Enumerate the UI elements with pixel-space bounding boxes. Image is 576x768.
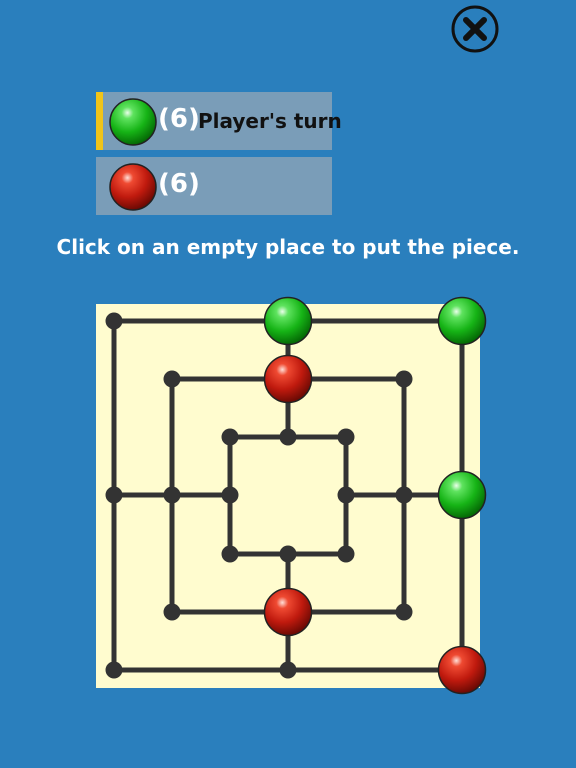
empty-board-point[interactable] — [105, 312, 123, 330]
player-panel-red: (6) — [96, 157, 332, 215]
pieces-left-count: (6) — [158, 169, 200, 199]
player-panel-green: (6) Player's turn — [96, 92, 342, 150]
empty-board-point[interactable] — [279, 661, 297, 679]
empty-board-point[interactable] — [163, 603, 181, 621]
turn-indicator: Player's turn — [198, 109, 342, 133]
green-piece[interactable] — [263, 296, 313, 346]
red-piece-icon — [109, 163, 157, 211]
instruction-text: Click on an empty place to put the piece… — [56, 235, 520, 259]
empty-board-point[interactable] — [221, 486, 239, 504]
empty-board-point[interactable] — [105, 486, 123, 504]
empty-board-point[interactable] — [337, 545, 355, 563]
green-piece-icon — [109, 98, 157, 146]
empty-board-point[interactable] — [337, 486, 355, 504]
empty-board-point[interactable] — [163, 370, 181, 388]
empty-board-point[interactable] — [279, 545, 297, 563]
empty-board-point[interactable] — [163, 486, 181, 504]
red-piece[interactable] — [263, 587, 313, 637]
close-button[interactable] — [451, 5, 499, 53]
empty-board-point[interactable] — [395, 370, 413, 388]
empty-board-point[interactable] — [337, 428, 355, 446]
empty-board-point[interactable] — [395, 486, 413, 504]
empty-board-point[interactable] — [221, 545, 239, 563]
empty-board-point[interactable] — [279, 428, 297, 446]
empty-board-point[interactable] — [221, 428, 239, 446]
close-icon — [451, 5, 499, 53]
red-piece[interactable] — [437, 645, 487, 695]
red-piece[interactable] — [263, 354, 313, 404]
green-piece[interactable] — [437, 296, 487, 346]
green-piece[interactable] — [437, 470, 487, 520]
empty-board-point[interactable] — [395, 603, 413, 621]
empty-board-point[interactable] — [105, 661, 123, 679]
board-square — [227, 434, 349, 557]
pieces-left-count: (6) — [158, 104, 200, 134]
